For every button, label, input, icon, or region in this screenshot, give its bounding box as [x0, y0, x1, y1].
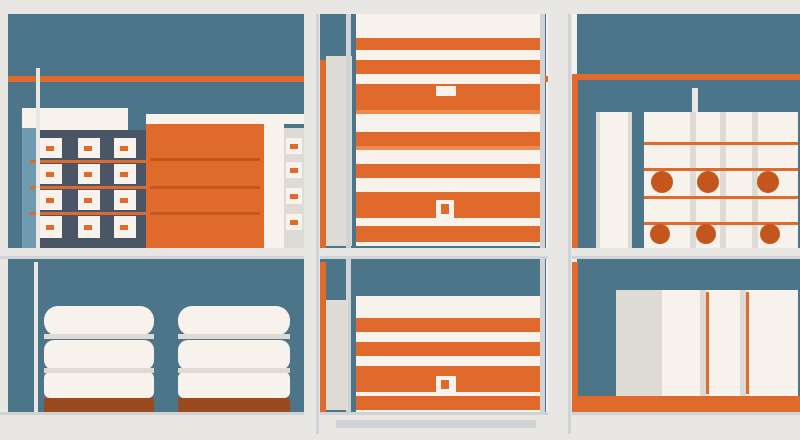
post-bottom-left-orange — [320, 262, 326, 412]
round-bins-right — [178, 306, 290, 414]
round-bins-left — [44, 306, 154, 414]
post-bottom-right-orange — [572, 262, 578, 412]
frame-left — [0, 0, 8, 440]
tall-drawer-tower — [326, 14, 545, 434]
rail-top-right — [577, 74, 800, 80]
shelf-middle — [0, 248, 800, 258]
rail-top-left — [8, 76, 304, 82]
round-knob-cabinets — [596, 112, 798, 248]
orange-drawer-unit — [146, 114, 306, 248]
bottom-drawer-stack — [326, 296, 540, 412]
bottom-right-cabinets — [578, 290, 800, 412]
post-right-orange — [572, 74, 578, 248]
frame-top — [0, 0, 800, 14]
post-left-orange — [320, 60, 326, 248]
